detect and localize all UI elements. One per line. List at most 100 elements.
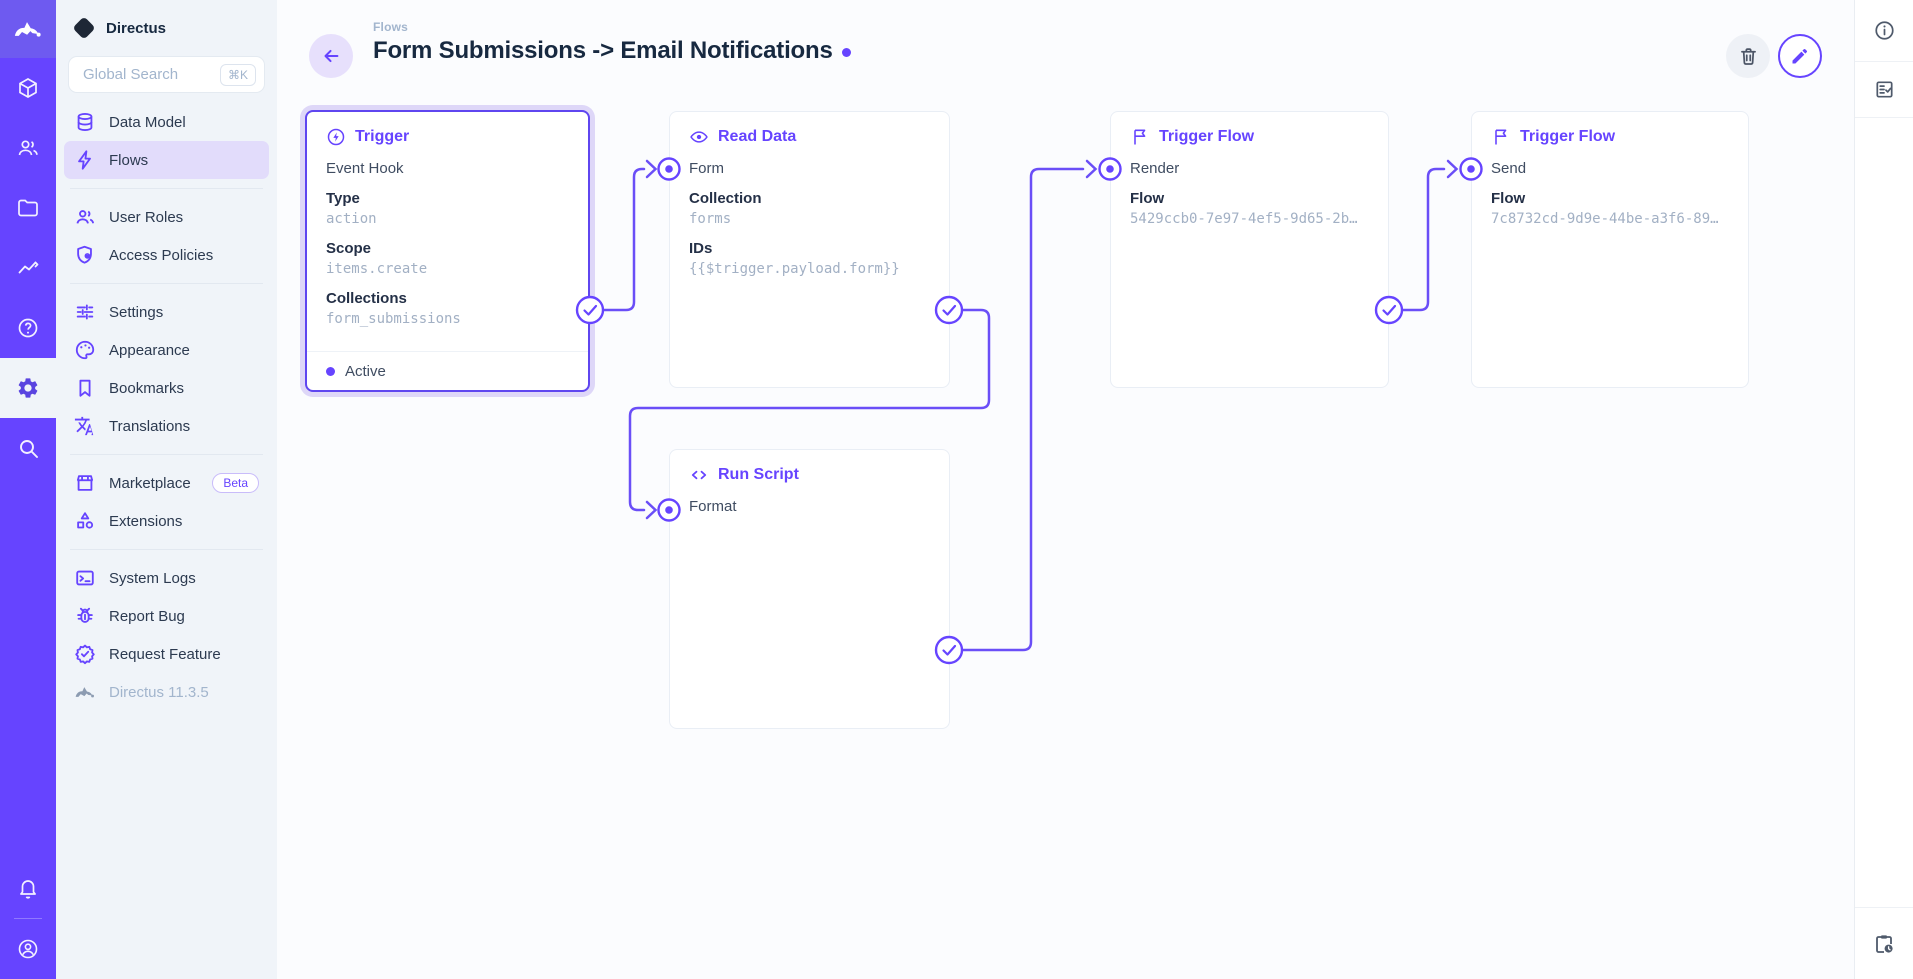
list-check-icon [1875, 81, 1893, 98]
card-name: Format [689, 498, 737, 515]
flow-card-run-script[interactable]: Run Script Format [669, 449, 950, 729]
right-sidebar-spacer [1855, 118, 1913, 907]
card-name: Event Hook [326, 160, 404, 177]
flow-card-trigger-flow-send[interactable]: Trigger Flow Send Flow 7c8732cd-9d9e-44b… [1471, 111, 1749, 388]
sidebar-item-label: User Roles [109, 208, 184, 226]
status-label: Active [345, 362, 386, 380]
card-type-label: Read Data [718, 128, 797, 145]
sidebar-item-user-roles[interactable]: User Roles [64, 198, 269, 236]
sidebar-item-label: System Logs [109, 569, 196, 587]
connection-script-to-render [960, 167, 1085, 652]
rabbit-version-icon [74, 684, 96, 700]
sidebar-item-label: Marketplace [109, 474, 191, 492]
field-value: 5429ccb0-7e97-4ef5-9d65-2b… [1130, 211, 1358, 227]
sidebar-item-label: Appearance [109, 341, 190, 359]
module-search[interactable] [0, 418, 56, 478]
field-value: {{$trigger.payload.form}} [689, 261, 900, 277]
module-help[interactable] [0, 298, 56, 358]
directus-logo[interactable] [0, 0, 56, 58]
sidebar-item-report-bug[interactable]: Report Bug [64, 597, 269, 635]
flow-logs-button[interactable] [1855, 907, 1913, 979]
sidebar-item-appearance[interactable]: Appearance [64, 331, 269, 369]
sidebar-item-bookmarks[interactable]: Bookmarks [64, 369, 269, 407]
sidebar-item-marketplace[interactable]: Marketplace Beta [64, 464, 269, 502]
info-icon [1874, 21, 1894, 40]
arrow-head [645, 159, 658, 179]
shield-lock-icon [74, 244, 96, 266]
sidebar-item-access-policies[interactable]: Access Policies [64, 236, 269, 274]
notifications-button[interactable] [0, 858, 56, 918]
field-label: IDs [689, 240, 713, 257]
code-icon [691, 470, 707, 480]
back-button[interactable] [309, 34, 353, 78]
rabbit-logo-icon [14, 22, 41, 37]
module-bar-spacer [0, 478, 56, 858]
database-icon [74, 111, 96, 133]
field-label: Collections [326, 290, 407, 307]
trash-icon [1740, 47, 1756, 65]
module-files[interactable] [0, 178, 56, 238]
module-content[interactable] [0, 58, 56, 118]
extensions-icon [74, 510, 96, 532]
sidebar-item-data-model[interactable]: Data Model [64, 103, 269, 141]
field-value: items.create [326, 261, 428, 277]
delete-flow-button[interactable] [1726, 34, 1770, 78]
notices-sidebar-button[interactable] [1855, 62, 1913, 118]
right-sidebar [1854, 0, 1913, 979]
project-header[interactable]: Directus [56, 0, 277, 52]
bookmark-icon [74, 377, 96, 399]
sidebar-item-system-logs[interactable]: System Logs [64, 559, 269, 597]
status-dot [326, 366, 335, 376]
sidebar-item-translations[interactable]: Translations [64, 407, 269, 445]
sidebar-item-flows[interactable]: Flows [64, 141, 269, 179]
sidebar-item-label: Data Model [109, 113, 186, 131]
flow-card-trigger-flow-render[interactable]: Trigger Flow Render Flow 5429ccb0-7e97-4… [1110, 111, 1389, 388]
global-search-input[interactable] [83, 66, 220, 83]
module-settings[interactable] [0, 358, 56, 418]
tune-icon [74, 301, 96, 323]
trigger-bolt-circle-icon [327, 128, 345, 146]
sidebar-item-label: Request Feature [109, 645, 221, 663]
card-name: Form [689, 160, 724, 177]
bolt-icon [74, 149, 96, 171]
edit-flow-button[interactable] [1778, 34, 1822, 78]
account-button[interactable] [0, 919, 56, 979]
version-row: Directus 11.3.5 [64, 673, 269, 711]
sidebar-item-settings[interactable]: Settings [64, 293, 269, 331]
bug-icon [74, 605, 96, 627]
page-title: Form Submissions -> Email Notifications [373, 37, 833, 64]
title-block: Flows Form Submissions -> Email Notifica… [373, 20, 851, 65]
sidebar-item-extensions[interactable]: Extensions [64, 502, 269, 540]
sidebar-item-request-feature[interactable]: Request Feature [64, 635, 269, 673]
nav-divider [70, 188, 263, 189]
eye-icon [690, 131, 708, 143]
beta-badge: Beta [212, 473, 259, 493]
flow-card-trigger[interactable]: Trigger Event Hook Type action Scope ite… [305, 110, 590, 392]
feature-seal-icon [74, 643, 96, 665]
connection-trigger-to-read [601, 167, 646, 312]
storefront-icon [74, 472, 96, 494]
module-users[interactable] [0, 118, 56, 178]
card-type-label: Trigger Flow [1520, 128, 1616, 145]
terminal-icon [74, 567, 96, 589]
pencil-icon [1792, 48, 1808, 64]
global-search[interactable]: ⌘K [68, 56, 265, 93]
module-insights[interactable] [0, 238, 56, 298]
field-value: forms [689, 211, 732, 227]
arrow-head [1085, 159, 1098, 179]
user-roles-icon [74, 206, 96, 228]
content-module-icon [19, 78, 37, 98]
nav-divider [70, 549, 263, 550]
flow-card-read-data[interactable]: Read Data Form Collection forms IDs {{$t… [669, 111, 950, 388]
help-module-icon [18, 318, 38, 338]
version-label: Directus 11.3.5 [109, 683, 209, 701]
card-name: Send [1491, 160, 1527, 177]
flag-icon [1495, 129, 1507, 145]
sidebar-item-label: Settings [109, 303, 164, 321]
translate-icon [74, 415, 96, 437]
info-sidebar-button[interactable] [1855, 0, 1913, 62]
field-label: Flow [1130, 190, 1165, 207]
users-module-icon [18, 140, 38, 156]
sidebar-item-label: Extensions [109, 512, 183, 530]
insights-module-icon [18, 261, 39, 274]
